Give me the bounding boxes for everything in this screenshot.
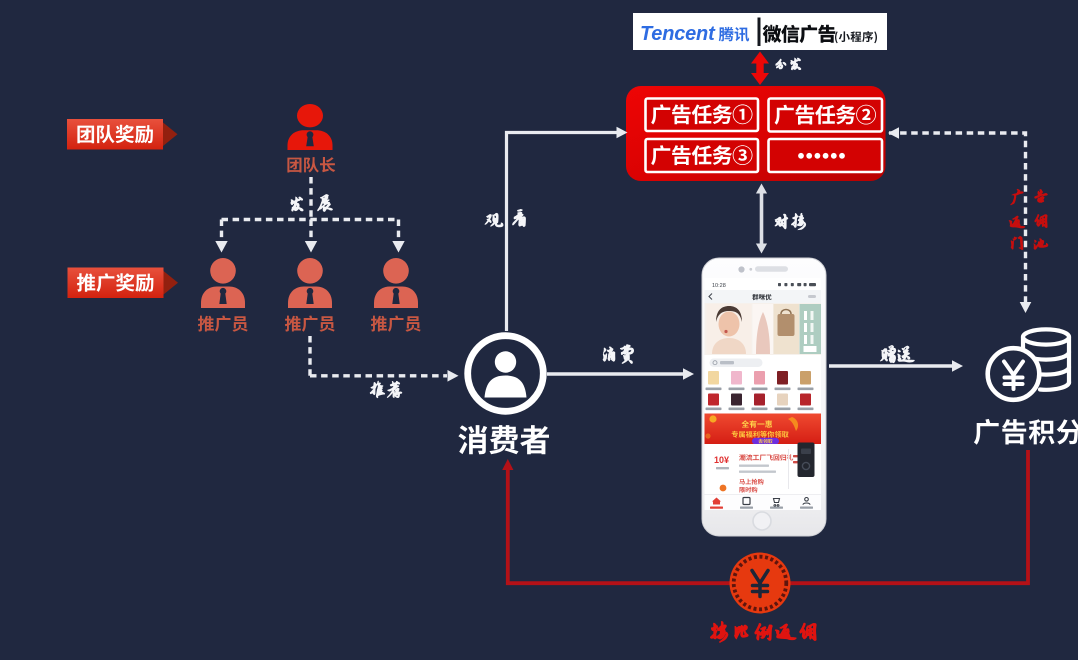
svg-text:Tencent: Tencent bbox=[640, 23, 716, 45]
svg-text:10:28: 10:28 bbox=[712, 283, 726, 289]
svg-text:10¥: 10¥ bbox=[714, 455, 729, 465]
